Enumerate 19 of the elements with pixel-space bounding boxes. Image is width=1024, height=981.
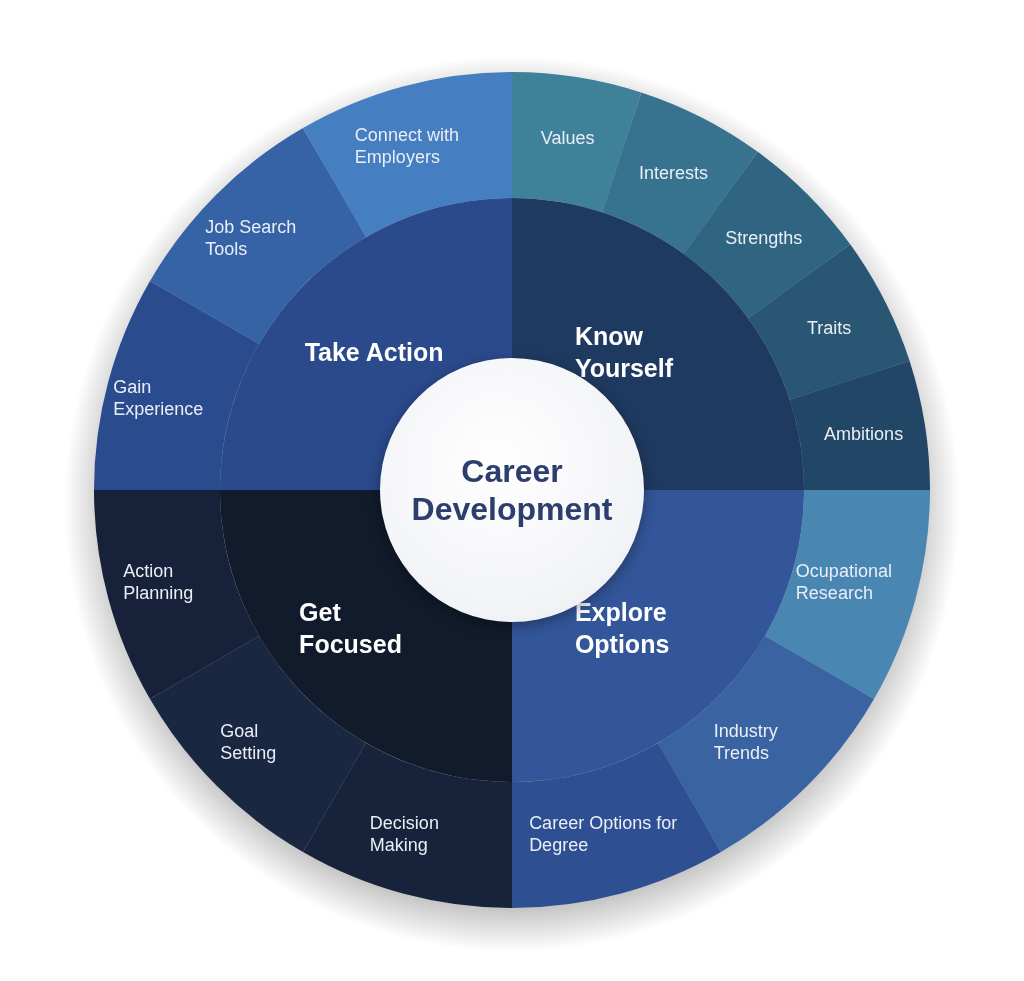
segment-label: Connect with Employers — [354, 124, 460, 169]
segment-label: Action Planning — [123, 560, 195, 605]
segment-label: Goal Setting — [220, 719, 278, 764]
quadrant-label: Take Action — [304, 337, 444, 369]
segment-label: Traits — [807, 317, 852, 340]
segment-label: Ambitions — [824, 423, 904, 446]
segment-label: Industry Trends — [713, 719, 779, 764]
center-label: Career Development — [410, 452, 614, 528]
segment-label: Career Options for Degree — [529, 811, 679, 856]
quadrant-label: Get Focused — [299, 596, 403, 660]
segment-label: Gain Experience — [113, 375, 205, 420]
quadrant-label: Know Yourself — [574, 321, 675, 385]
segment-label: Strengths — [725, 227, 803, 250]
segment-label: Decision Making — [369, 811, 440, 856]
segment-label: Interests — [639, 161, 709, 184]
segment-label: Job Search Tools — [205, 216, 298, 261]
quadrant-label: Explore Options — [574, 596, 671, 660]
segment-label: Values — [540, 127, 595, 150]
segment-label: Ocupational Research — [795, 560, 893, 605]
